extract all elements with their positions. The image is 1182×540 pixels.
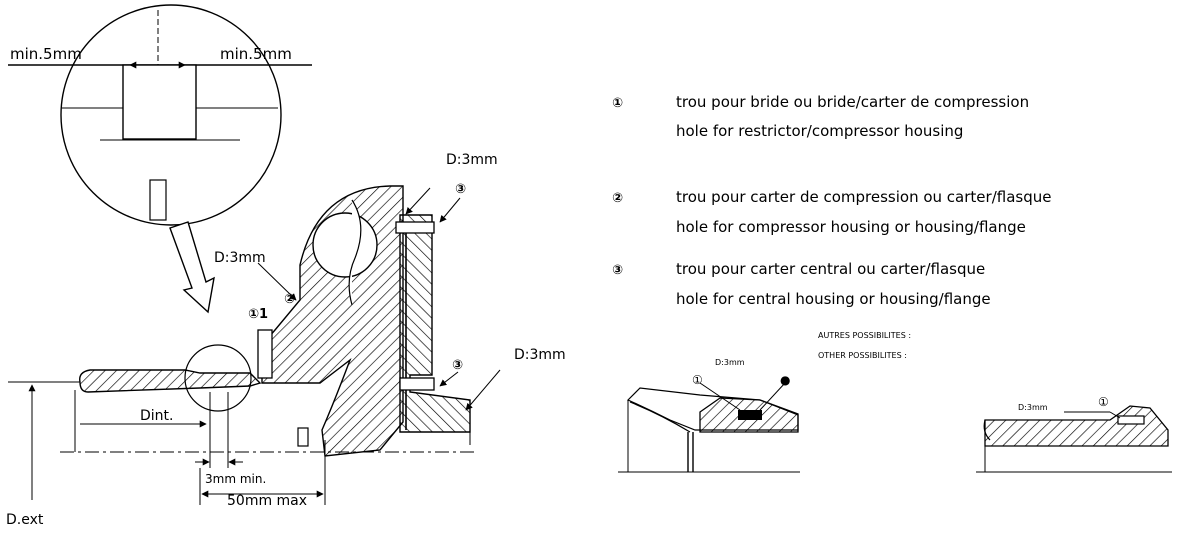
legend-fr-2: trou pour carter de compression ou carte…	[676, 188, 1051, 206]
legend-marker-3: ③	[612, 263, 623, 278]
bolt-restrictor	[257, 329, 273, 379]
legend-fr-1: trou pour bride ou bride/carter de compr…	[676, 93, 1029, 111]
main-section: D:3mm D:3mm D:3mm ①1 ② ③ ③ Dint. 3mm min…	[6, 152, 566, 528]
label-01: ①1	[248, 307, 268, 322]
marker-2: ②	[284, 292, 295, 307]
label-d3-mid: D:3mm	[214, 250, 266, 266]
legend-fr-3: trou pour carter central ou carter/flasq…	[676, 260, 985, 278]
bolt-top	[395, 221, 435, 234]
alternatives: AUTRES POSSIBILITES : OTHER POSSIBILITES…	[618, 331, 1172, 473]
label-50mm-max: 50mm max	[227, 493, 307, 509]
label-d3-top: D:3mm	[446, 152, 498, 168]
shaft-housing	[79, 369, 262, 393]
alt-left-marker-a: ①	[692, 373, 703, 387]
detail-block	[122, 64, 197, 140]
alt-left-marker-b: ●	[780, 373, 790, 387]
label-dint: Dint.	[140, 408, 173, 424]
detail-pin	[149, 179, 167, 221]
legend: ① trou pour bride ou bride/carter de com…	[612, 93, 1051, 308]
alt-right-d3: D:3mm	[1018, 403, 1048, 412]
label-dext: D.ext	[6, 512, 44, 528]
leader-d3-mid	[257, 262, 297, 301]
leader-marker3-bottom	[439, 371, 459, 387]
detail-view: min.5mm min.5mm	[8, 4, 312, 226]
alt-right-marker: ①	[1098, 395, 1109, 409]
bolt-bottom	[399, 377, 435, 391]
alt-right-drawing: D:3mm ①	[976, 395, 1172, 473]
label-3mm-min: 3mm min.	[205, 472, 266, 486]
legend-en-2: hole for compressor housing or housing/f…	[676, 218, 1026, 236]
alt-title-en: OTHER POSSIBILITES :	[818, 351, 907, 360]
legend-marker-2: ②	[612, 191, 623, 206]
central-housing	[399, 214, 471, 433]
inner-seal	[297, 427, 309, 447]
volute-scroll	[312, 212, 378, 278]
detail-label-right: min.5mm	[220, 45, 292, 63]
marker-3-bottom: ③	[452, 358, 463, 373]
alt-left-pin	[738, 410, 762, 420]
detail-pointer-arrow	[169, 221, 215, 314]
legend-marker-1: ①	[612, 96, 623, 111]
legend-en-1: hole for restrictor/compressor housing	[676, 122, 963, 140]
alt-title-fr: AUTRES POSSIBILITES :	[818, 331, 911, 340]
alt-left-drawing: D:3mm ① ●	[618, 358, 800, 473]
leader-d3-right	[465, 369, 501, 411]
alt-right-pin	[1117, 415, 1145, 425]
detail-label-left: min.5mm	[10, 45, 82, 63]
label-d3-right: D:3mm	[514, 347, 566, 363]
marker-3-top: ③	[455, 182, 466, 197]
volute-curve	[348, 199, 362, 306]
alt-left-d3: D:3mm	[715, 358, 745, 367]
zoom-circle	[184, 344, 252, 412]
detail-circle	[60, 4, 282, 226]
legend-en-3: hole for central housing or housing/flan…	[676, 290, 991, 308]
leader-d3-top	[405, 187, 431, 215]
leader-marker3-top	[439, 197, 461, 223]
